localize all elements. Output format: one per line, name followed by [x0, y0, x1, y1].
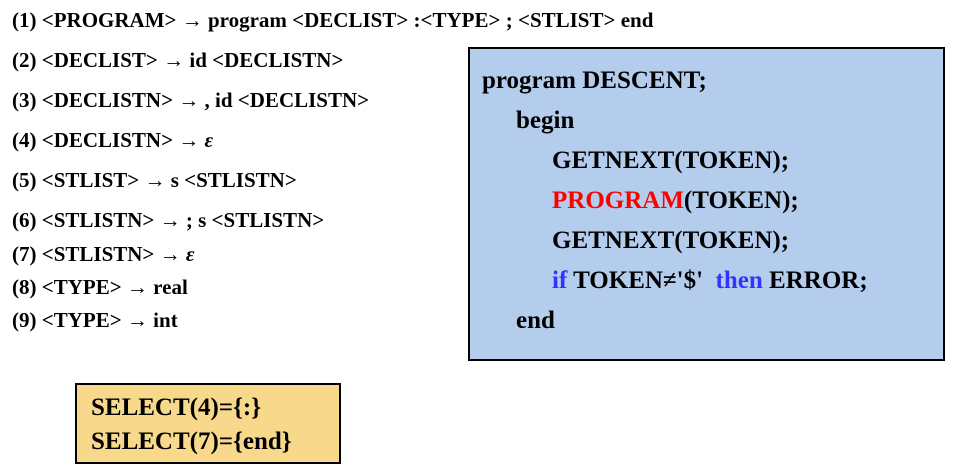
code-segment: then — [715, 267, 763, 294]
code-segment: (TOKEN); — [683, 187, 799, 214]
code-segment: PROGRAM — [552, 187, 684, 214]
code-line-program-header: program DESCENT; — [470, 61, 943, 101]
code-segment: GETNEXT(TOKEN); — [552, 147, 790, 174]
grammar-rule-9: (9) <TYPE> → int — [12, 308, 178, 332]
grammar-rule-6: (6) <STLISTN> → ; s <STLISTN> — [12, 208, 325, 232]
select-line-7: SELECT(7)={end} — [91, 428, 292, 455]
code-segment: program DESCENT; — [482, 67, 707, 94]
code-segment: if — [552, 267, 568, 294]
grammar-rule-3: (3) <DECLISTN> → , id <DECLISTN> — [12, 88, 370, 112]
grammar-rule-1: (1) <PROGRAM> → program <DECLIST> :<TYPE… — [12, 8, 654, 32]
epsilon-symbol: ε — [204, 128, 214, 152]
code-line-if-then-error: if TOKEN≠'$' then ERROR; — [470, 261, 943, 301]
code-segment: GETNEXT(TOKEN); — [552, 227, 790, 254]
code-line-program-call: PROGRAM(TOKEN); — [470, 181, 943, 221]
grammar-rule-2: (2) <DECLIST> → id <DECLISTN> — [12, 48, 344, 72]
code-line-begin: begin — [470, 101, 943, 141]
grammar-rule-4: (4) <DECLISTN> → ε — [12, 128, 214, 152]
select-line-4: SELECT(4)={:} — [91, 394, 262, 421]
epsilon-symbol: ε — [185, 242, 195, 266]
grammar-rule-list: (1) <PROGRAM> → program <DECLIST> :<TYPE… — [12, 4, 654, 332]
code-segment: end — [516, 307, 555, 334]
grammar-rule-8: (8) <TYPE> → real — [12, 275, 188, 299]
grammar-rule-7: (7) <STLISTN> → ε — [12, 242, 195, 266]
code-line-getnext-1: GETNEXT(TOKEN); — [470, 141, 943, 181]
pseudocode-box: program DESCENT; begin GETNEXT(TOKEN); P… — [468, 47, 945, 361]
code-line-getnext-2: GETNEXT(TOKEN); — [470, 221, 943, 261]
code-segment: ERROR; — [762, 267, 868, 294]
grammar-rule-5: (5) <STLIST> → s <STLISTN> — [12, 168, 297, 192]
code-line-end: end — [470, 301, 943, 341]
select-set-box: SELECT(4)={:} SELECT(7)={end} — [75, 383, 341, 464]
code-segment: begin — [516, 107, 575, 134]
code-segment: TOKEN≠'$' — [567, 267, 716, 294]
